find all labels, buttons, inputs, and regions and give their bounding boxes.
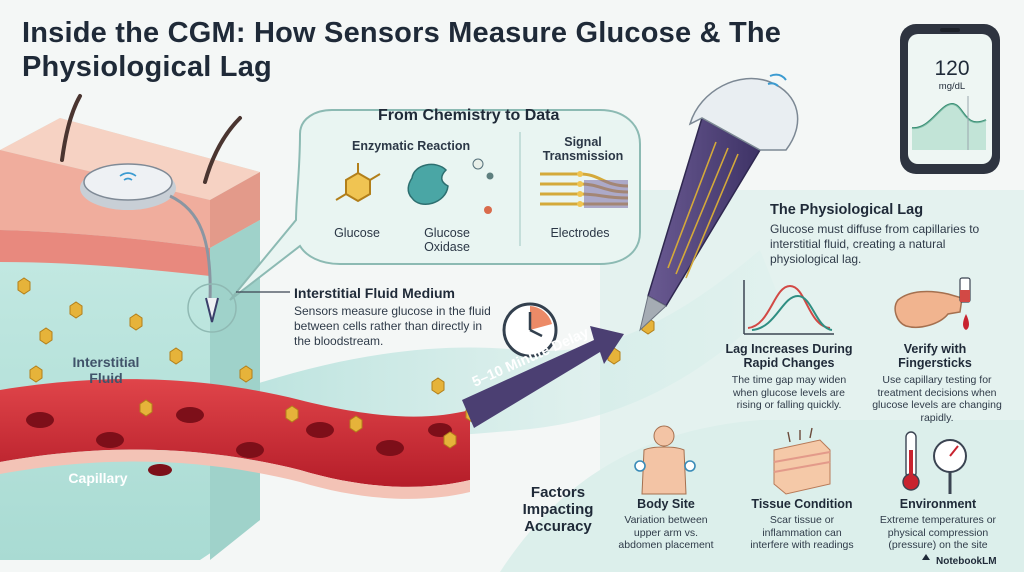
- factor-environment-heading: Environment: [899, 497, 977, 511]
- clock-icon: [502, 302, 558, 358]
- factor-tissue-body: Scar tissue or inflammation can interfer…: [750, 514, 854, 551]
- factor-body-site-body: Variation between upper arm vs. abdomen …: [618, 514, 714, 551]
- red-blood-cells: [26, 407, 452, 476]
- factor-body-site-heading: Body Site: [637, 497, 695, 511]
- glucose-reading-value: 120: [934, 57, 970, 80]
- fluid-medium-body: Sensors measure glucose in the fluid bet…: [294, 304, 491, 348]
- electrodes-icon: [540, 171, 629, 208]
- filament-zoom-ring: [187, 283, 237, 333]
- brand-label: NotebookLM: [936, 556, 997, 567]
- ion-red-icon: [484, 206, 492, 214]
- ion-icon: [486, 172, 494, 180]
- electrodes-label: Electrodes: [550, 226, 610, 240]
- electron-icon: [472, 158, 484, 170]
- glucose-reading-unit: mg/dL: [938, 81, 966, 92]
- glucose-molecules: [17, 277, 655, 449]
- factors-panel-bg: [500, 420, 1024, 572]
- sensor-probe-pen: [639, 73, 799, 332]
- hair-2: [203, 116, 242, 184]
- capillary-label: Capillary: [68, 470, 128, 486]
- dermis-layer: [0, 230, 210, 276]
- rapid-changes-body: The time gap may widen when glucose leve…: [731, 374, 847, 411]
- rapid-changes-heading: Lag Increases During Rapid Changes: [725, 342, 853, 370]
- glucose-hexagon-icon: [335, 163, 381, 203]
- cgm-phone-app: [900, 24, 1000, 174]
- verify-heading: Verify with Fingersticks: [898, 342, 972, 370]
- fluid-medium-heading: Interstitial Fluid Medium: [294, 285, 456, 301]
- skin-layers-icon: [773, 427, 831, 495]
- thermometer-gauge-icon: [902, 431, 967, 494]
- factor-tissue-heading: Tissue Condition: [751, 497, 853, 511]
- hair-1: [60, 94, 82, 162]
- factors-heading: Factors Impacting Accuracy: [522, 484, 594, 535]
- skin-side-face: [210, 172, 260, 248]
- chemistry-callout-bubble: [229, 109, 641, 301]
- verify-body: Use capillary testing for treatment deci…: [872, 374, 1002, 424]
- oxidase-label: Glucose Oxidase: [424, 226, 470, 254]
- brand-logo-icon: [922, 554, 930, 560]
- glucose-label: Glucose: [334, 226, 380, 240]
- page-title: Inside the CGM: How Sensors Measure Gluc…: [22, 17, 782, 83]
- signal-heading: Signal Transmission: [542, 135, 624, 163]
- glucose-oxidase-icon: [407, 163, 449, 205]
- delay-arrow: [462, 326, 624, 428]
- interstitial-fluid-label: Interstitial Fluid: [72, 354, 140, 386]
- cgm-sensor-patch: [80, 163, 212, 301]
- sensor-filament-tip: [205, 297, 219, 323]
- body-torso-icon: [634, 425, 696, 495]
- lag-heading: The Physiological Lag: [770, 202, 924, 218]
- capillary-wall: [0, 449, 470, 499]
- lag-body: Glucose must diffuse from capillaries to…: [770, 222, 980, 266]
- fingerstick-icon: [894, 277, 971, 330]
- factor-environment-body: Extreme temperatures or physical compres…: [879, 514, 997, 551]
- chemistry-heading: From Chemistry to Data: [378, 107, 560, 124]
- enzymatic-heading: Enzymatic Reaction: [352, 139, 471, 153]
- capillary-vessel: [0, 379, 470, 487]
- lag-curve-chart-icon: [743, 280, 834, 335]
